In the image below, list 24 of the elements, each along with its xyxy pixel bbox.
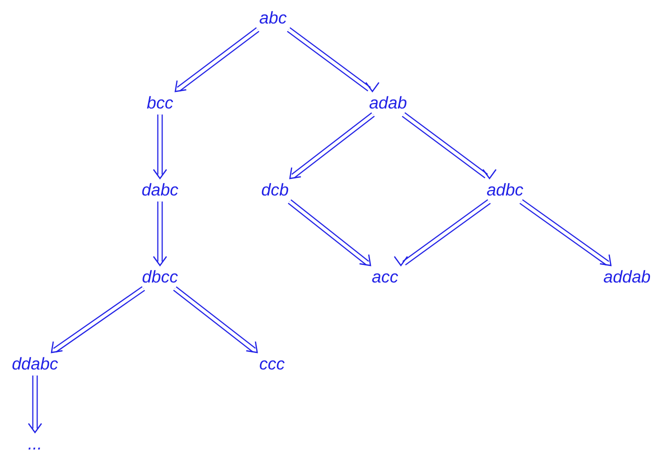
double-arrow — [152, 114, 168, 180]
term-label: abc — [259, 8, 287, 28]
term-label: ddabc — [12, 354, 58, 374]
double-arrow — [50, 286, 146, 354]
term-label: ccc — [259, 354, 285, 374]
term-label: acc — [372, 268, 398, 286]
double-arrow — [28, 374, 42, 434]
double-arrow — [402, 112, 497, 180]
double-arrow — [172, 286, 258, 354]
double-arrow — [519, 199, 612, 266]
double-arrow — [174, 27, 260, 92]
term-label: dcb — [261, 180, 289, 200]
double-arrow — [289, 112, 375, 180]
term-label: bcc — [146, 94, 174, 112]
term-label: adbc — [486, 180, 524, 200]
term-label: ... — [28, 434, 42, 452]
term-label: dabc — [142, 180, 178, 200]
double-arrow — [394, 199, 491, 266]
double-arrow — [152, 200, 168, 266]
term-label: dbcc — [142, 268, 178, 286]
double-arrow — [288, 199, 372, 266]
term-label: adab — [369, 94, 407, 112]
term-label: addab — [603, 268, 651, 286]
double-arrow — [286, 27, 380, 92]
